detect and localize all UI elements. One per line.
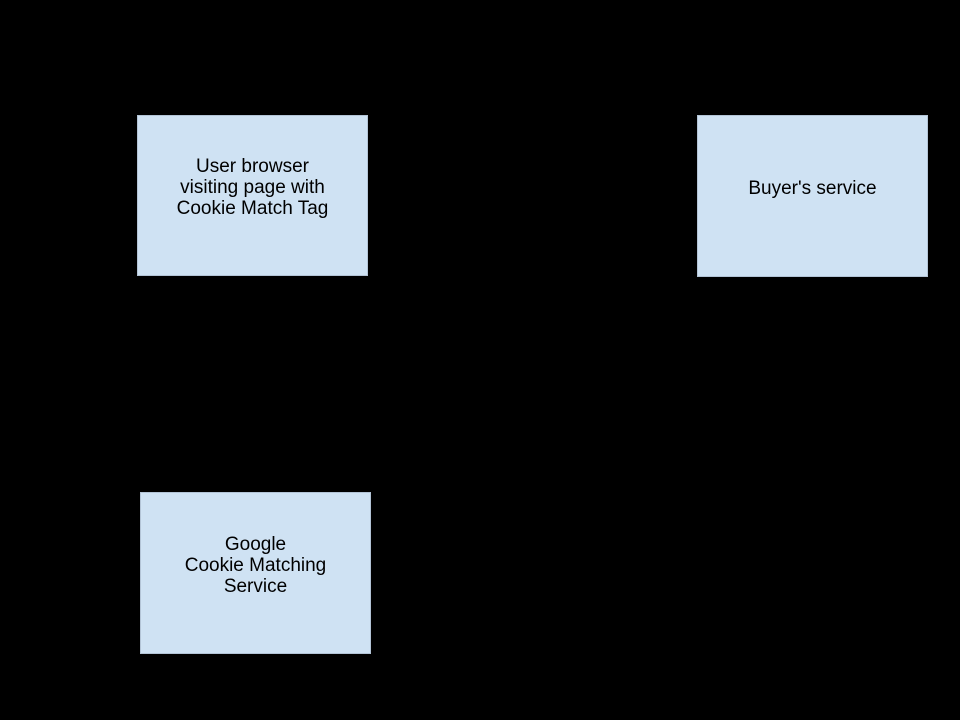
node-user-browser: User browser visiting page with Cookie M…: [137, 115, 368, 276]
node-buyers-service: Buyer's service: [697, 115, 928, 277]
node-label-line: visiting page with: [180, 177, 325, 198]
node-label-line: Google: [224, 533, 287, 555]
node-label-line: Service: [223, 575, 288, 597]
node-label-line: Cookie Matching: [184, 554, 327, 576]
node-label-line: Buyer's service: [748, 177, 877, 199]
node-user-browser-label: User browser visiting page with Cookie M…: [138, 156, 367, 219]
node-google-cookie-matching-service-label: Google Cookie Matching Service: [141, 534, 370, 597]
node-label-line: Cookie Match Tag: [176, 198, 329, 219]
node-google-cookie-matching-service: Google Cookie Matching Service: [140, 492, 371, 654]
node-buyers-service-label: Buyer's service: [698, 178, 927, 199]
node-label-line: User browser: [196, 156, 309, 177]
